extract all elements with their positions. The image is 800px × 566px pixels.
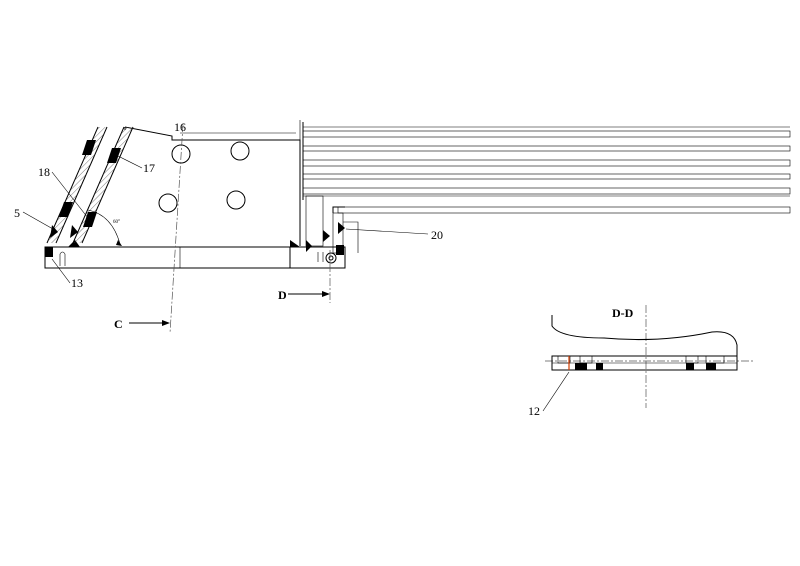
label-part-18: 18 (38, 165, 50, 179)
label-part-16: 16 (174, 120, 186, 134)
label-part-13: 13 (71, 276, 83, 290)
leader-lines (22, 155, 570, 412)
label-part-17: 17 (143, 161, 155, 175)
plate-16 (124, 120, 301, 246)
hole-4 (226, 190, 246, 210)
label-part-12: 12 (528, 404, 540, 418)
plate-stack (302, 122, 791, 214)
label-part-20: 20 (431, 228, 443, 242)
hole-3 (158, 193, 178, 213)
center-lines (169, 123, 755, 408)
label-section-d: D (278, 288, 287, 302)
base-rail (44, 240, 346, 269)
support-column (305, 195, 359, 264)
label-angle: 60° (113, 220, 120, 225)
label-part-5: 5 (14, 206, 20, 220)
section-view-dd (551, 315, 738, 371)
inclined-brace (46, 126, 134, 246)
label-section-c: C (114, 317, 123, 331)
hole-1 (171, 144, 191, 164)
center-line-c (169, 123, 184, 334)
label-section-dd: D-D (612, 306, 634, 320)
section-arrows (129, 291, 330, 326)
hole-2 (230, 141, 250, 161)
